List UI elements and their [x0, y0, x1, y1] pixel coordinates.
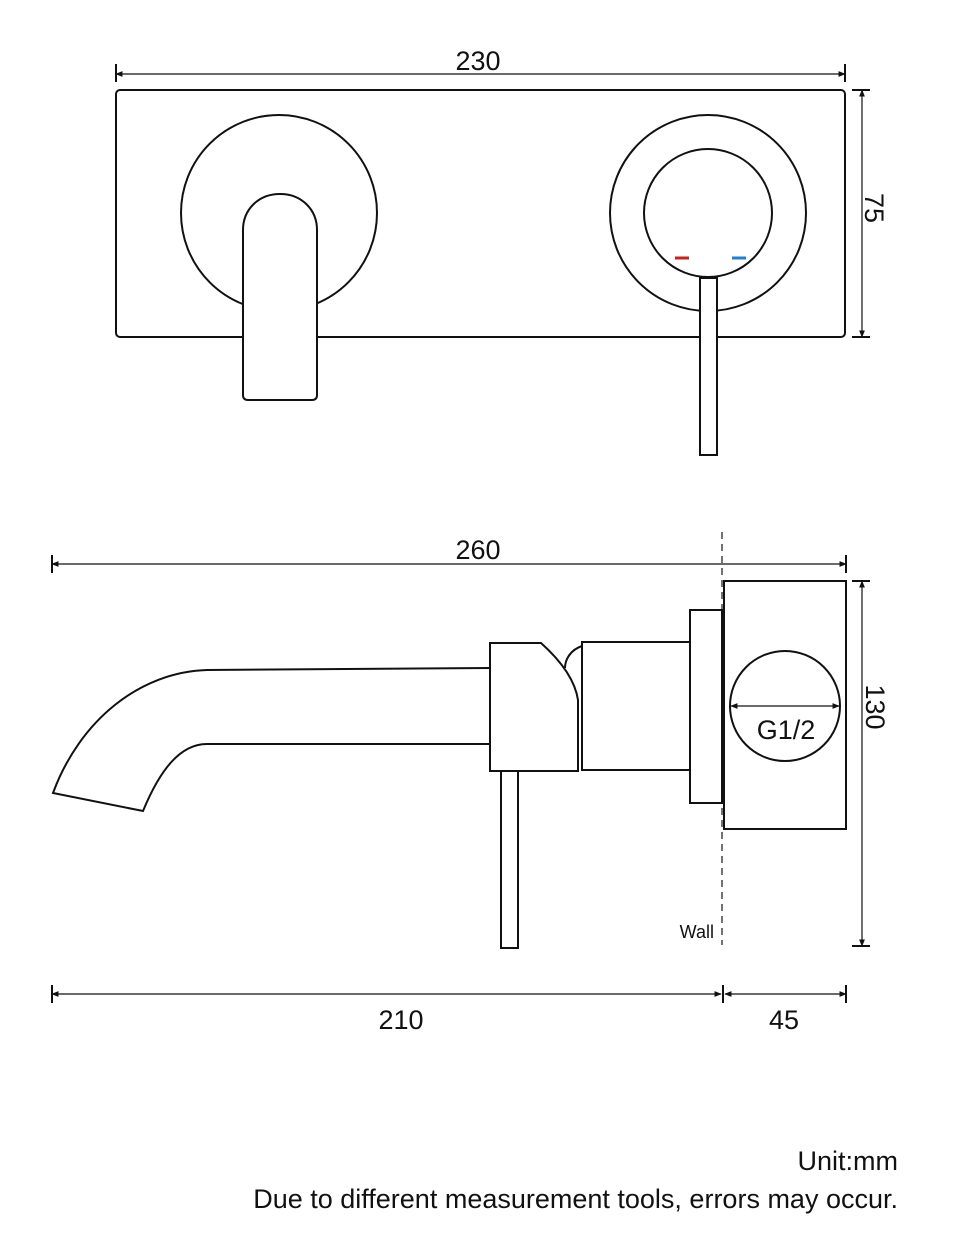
thread-label: G1/2 [757, 715, 816, 745]
in-wall-box [723, 580, 847, 830]
mixer-handle-cap [643, 148, 773, 278]
width-label: 230 [455, 46, 500, 76]
wall-plate [115, 89, 846, 338]
spout-length-label: 210 [378, 1005, 423, 1035]
spout-connector [489, 642, 579, 772]
disclaimer-note: Due to different measurement tools, erro… [253, 1184, 898, 1214]
body-depth-label: 45 [769, 1005, 799, 1035]
cartridge-body [581, 641, 691, 771]
collar [564, 645, 583, 669]
side-view [51, 532, 870, 1003]
spout-front [242, 192, 318, 401]
mixer-lever-side [500, 770, 519, 949]
inlet-circle [729, 650, 841, 762]
wall-label: Wall [680, 922, 714, 942]
mixer-lever-front [699, 277, 718, 456]
total-length-label: 260 [455, 535, 500, 565]
front-height-label: 75 [859, 193, 889, 223]
unit-note: Unit:mm [797, 1146, 899, 1176]
front-view [115, 64, 870, 456]
spout-side [51, 667, 491, 813]
side-height-label: 130 [860, 684, 890, 729]
wall-flange [689, 609, 723, 804]
